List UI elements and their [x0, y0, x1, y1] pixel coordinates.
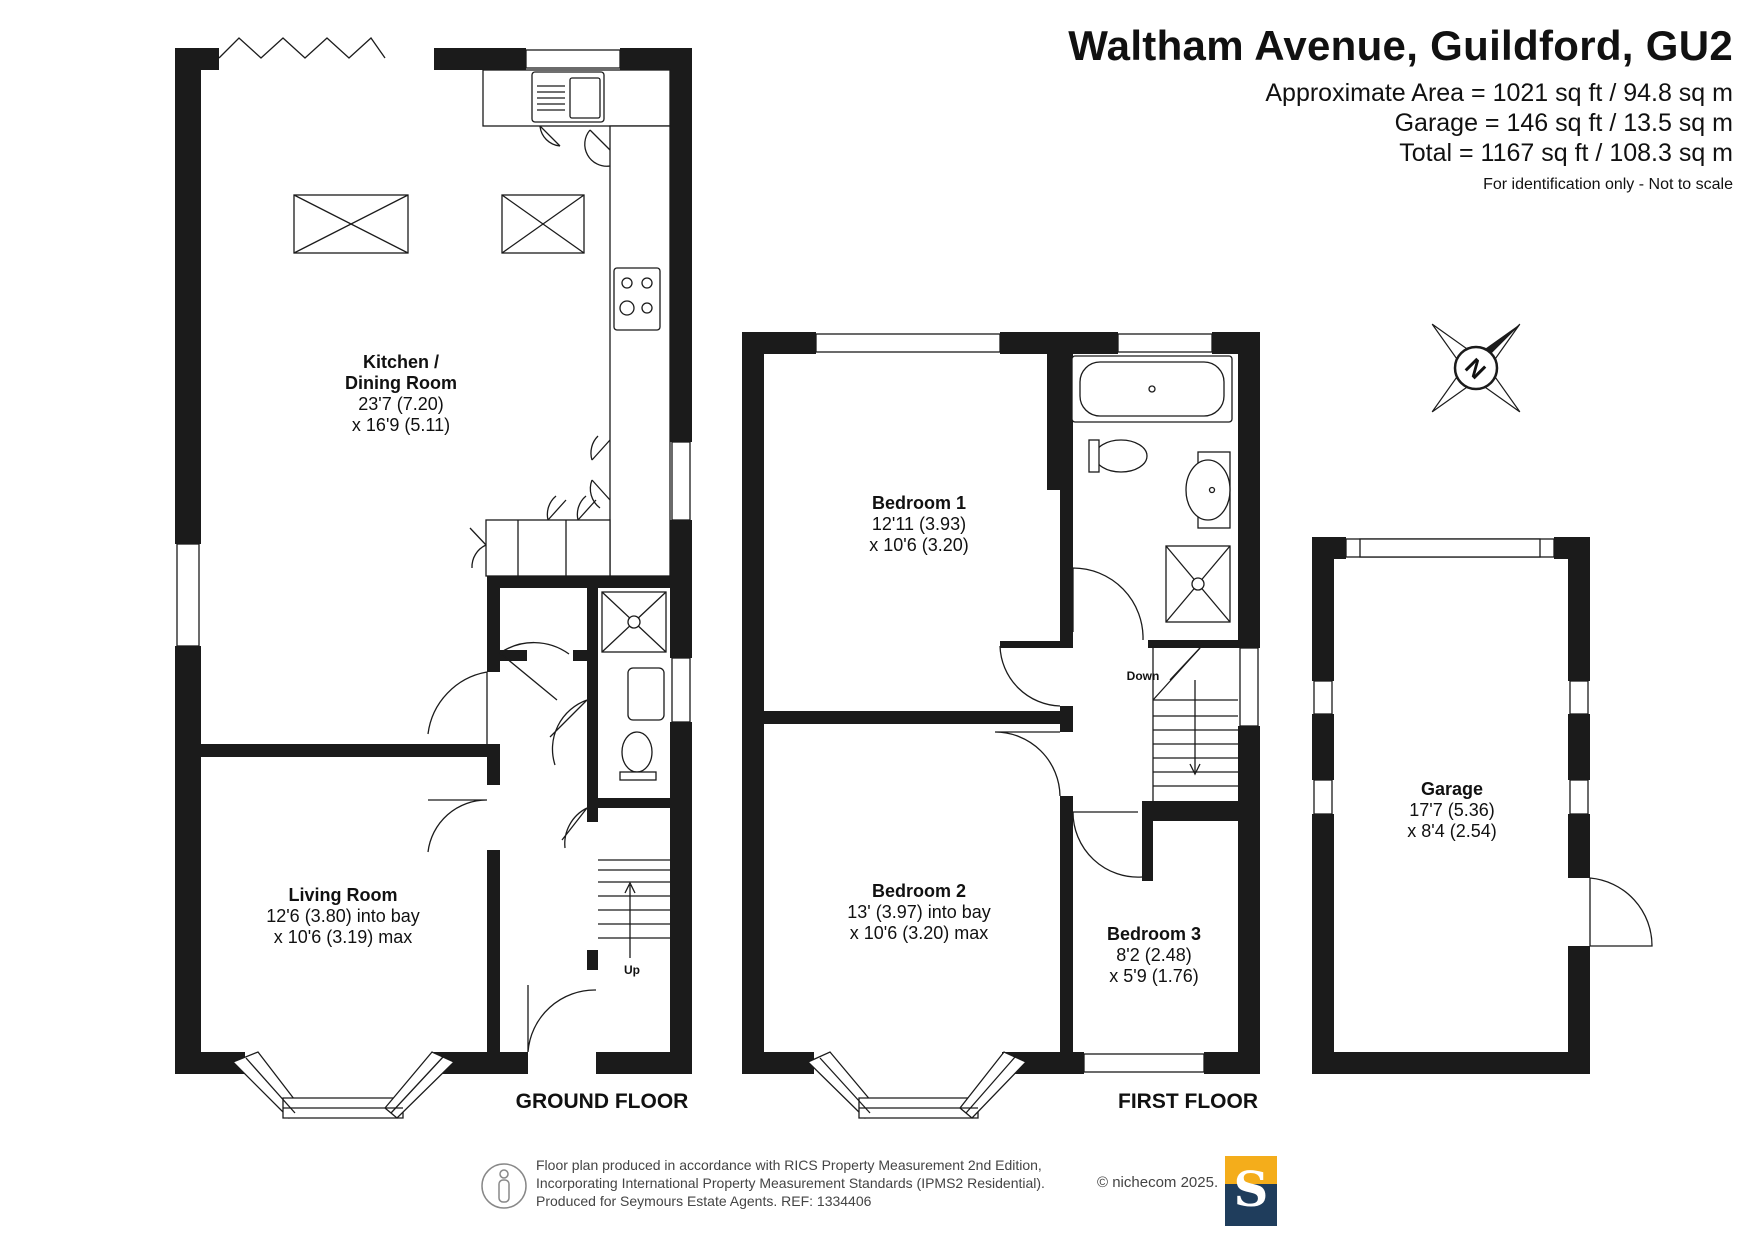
garage-plan: Garage 17'7 (5.36) x 8'4 (2.54) [1312, 537, 1653, 1074]
first-floor-label: FIRST FLOOR [1118, 1090, 1258, 1113]
compass-rose-icon [1431, 323, 1521, 413]
garage-name: Garage [1421, 779, 1483, 799]
logo-letter: S [1233, 1162, 1269, 1218]
footer-text: Floor plan produced in accordance with R… [536, 1156, 1045, 1210]
first-floor-plan: Down Bedroom 1 12'11 (3.93) x 10'6 (3.20… [742, 332, 1260, 1119]
first-floor-wc [1088, 439, 1148, 473]
first-floor-basin [1185, 451, 1231, 529]
bedroom-3-dim-1: 8'2 (2.48) [1116, 945, 1191, 965]
living-room-name: Living Room [289, 885, 398, 905]
stair-up-label: Up [624, 963, 640, 977]
bath [1071, 355, 1233, 423]
title-block: Waltham Avenue, Guildford, GU2 Approxima… [1068, 22, 1733, 194]
skylight-2 [501, 194, 585, 254]
stair-down-label: Down [1127, 669, 1160, 683]
sink [531, 71, 605, 123]
kitchen-dim-1: 23'7 (7.20) [358, 394, 444, 414]
bedroom-3-dim-2: x 5'9 (1.76) [1109, 966, 1198, 986]
kitchen-name-2: Dining Room [345, 373, 457, 393]
bedroom-1-dim-1: 12'11 (3.93) [872, 514, 966, 534]
ground-floor-plan: Up Kitchen / Dining Room 23'7 (7.20) x 1… [175, 37, 692, 1119]
bedroom-2-dim-2: x 10'6 (3.20) max [850, 923, 989, 943]
hob [613, 267, 661, 331]
first-floor-shower [1165, 545, 1231, 623]
property-title: Waltham Avenue, Guildford, GU2 [1068, 22, 1733, 69]
kitchen-dim-2: x 16'9 (5.11) [352, 415, 450, 435]
approximate-area: Approximate Area = 1021 sq ft / 94.8 sq … [1265, 79, 1733, 107]
footer-line-1: Floor plan produced in accordance with R… [536, 1157, 1042, 1173]
logo-gold-band [1225, 1156, 1277, 1184]
living-room-dim-2: x 10'6 (3.19) max [274, 927, 413, 947]
living-room-bay [230, 1051, 456, 1119]
garage-dim-2: x 8'4 (2.54) [1407, 821, 1496, 841]
seymours-logo: S [1225, 1156, 1277, 1226]
wc [619, 731, 657, 781]
garage-dim-1: 17'7 (5.36) [1409, 800, 1495, 820]
total-area: Total = 1167 sq ft / 108.3 sq m [1399, 139, 1733, 167]
footer-line-2: Incorporating International Property Mea… [536, 1175, 1045, 1191]
basin [627, 667, 665, 721]
shower [601, 591, 667, 653]
stairs-ground: Up [598, 859, 670, 977]
bedroom-2-name: Bedroom 2 [872, 881, 966, 901]
bedroom-2-bay [806, 1051, 1028, 1119]
stairs-first: Down [1127, 645, 1238, 801]
bedroom-1-dim-2: x 10'6 (3.20) [869, 535, 969, 555]
living-room-dim-1: 12'6 (3.80) into bay [266, 906, 420, 926]
bedroom-3-name: Bedroom 3 [1107, 924, 1201, 944]
disclaimer: For identification only - Not to scale [1483, 176, 1733, 193]
footer: Floor plan produced in accordance with R… [480, 1156, 1280, 1226]
copyright: © nichecom 2025. [1097, 1174, 1219, 1191]
bedroom-2-dim-1: 13' (3.97) into bay [847, 902, 991, 922]
skylight-1 [293, 194, 409, 254]
garage-area: Garage = 146 sq ft / 13.5 sq m [1394, 109, 1733, 137]
bedroom-1-name: Bedroom 1 [872, 493, 966, 513]
footer-line-3: Produced for Seymours Estate Agents. REF… [536, 1193, 872, 1209]
kitchen-name-1: Kitchen / [363, 352, 439, 372]
ground-floor-label: GROUND FLOOR [516, 1090, 689, 1113]
rics-person-icon [481, 1163, 527, 1209]
